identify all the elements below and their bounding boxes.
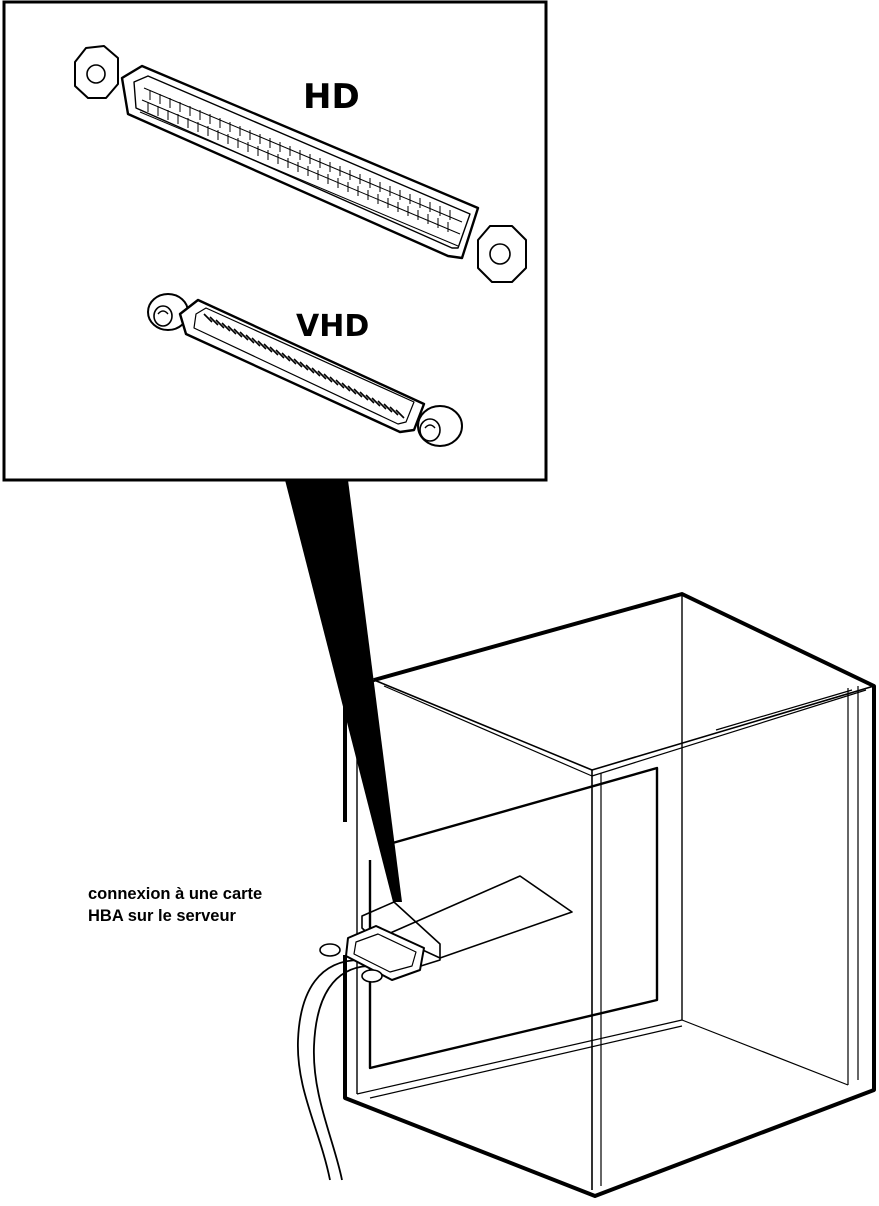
cable [297,959,361,1181]
hd-pin-rows [139,87,463,247]
caption-line-1: connexion à une carte [88,885,263,903]
pci-bracket [361,901,441,971]
expansion-slot-board [361,766,659,1070]
hd-left-thumbscrew [74,45,119,99]
vhd-left-thumbscrew [147,293,189,331]
motherboard-plane [368,766,659,1070]
hba-cable-connector [297,925,425,1181]
hba-connection-caption: connexion à une carte HBA sur le serveur [88,883,348,927]
hd-label: HD [303,77,360,117]
vhd-label: VHD [296,309,369,344]
vhd-pin-comb [203,313,405,419]
hd-connector [74,45,527,283]
chassis-outline [343,592,876,1198]
caption-line-2: HBA sur le serveur [88,907,236,925]
server-chassis [343,592,876,1198]
vhd-right-thumbscrew [417,405,463,447]
hd-right-thumbscrew [477,225,527,283]
vhd-connector [147,293,463,447]
